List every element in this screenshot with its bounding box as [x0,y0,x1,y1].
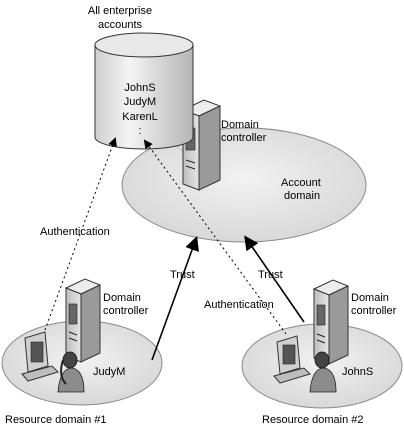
trust-label-left: Trust [170,269,195,281]
enterprise-accounts-database: All enterprise accounts JohnS JudyM Kare… [88,5,194,150]
trust-label-right: Trust [258,269,283,281]
database-caption-line1: All enterprise [88,5,152,17]
database-continuation: : [138,125,141,137]
database-entry: JohnS [124,82,155,94]
workstation-1 [21,331,59,382]
user-figure-judym [57,351,85,393]
authentication-link-left [44,137,117,331]
database-entry: KarenL [122,111,157,123]
resource-domain-1-caption: Resource domain #1 [5,414,107,426]
database-caption-line2: accounts [98,19,143,31]
database-entry: JudyM [124,96,156,108]
resource-domain-2-caption: Resource domain #2 [262,414,364,426]
account-domain-label-line1: Account [281,177,321,189]
resource-2-controller-label-line2: controller [351,305,397,317]
trust-link-left [151,235,199,361]
account-controller-label-line2: controller [221,132,267,144]
resource-domain-1-controller [64,278,102,363]
database-cylinder-top [94,32,194,58]
trust-link-right [244,235,305,323]
resource-1-user-label: JudyM [93,366,125,378]
resource-domain-2: Domain controller JohnS Resource domain … [241,279,403,426]
resource-domain-2-controller [312,279,350,365]
resource-domain-1: Domain controller JudyM Resource domain … [1,278,163,426]
resource-2-user-label: JohnS [342,366,373,378]
account-controller-label-line1: Domain [221,119,259,131]
account-domain-label-line2: domain [284,190,320,202]
workstation-2 [273,335,311,384]
authentication-label-left: Authentication [40,226,110,238]
authentication-label-right: Authentication [204,299,274,311]
resource-1-controller-label-line1: Domain [103,292,141,304]
user-figure-johns [309,351,337,393]
resource-1-controller-label-line2: controller [103,305,149,317]
resource-2-controller-label-line1: Domain [351,292,389,304]
